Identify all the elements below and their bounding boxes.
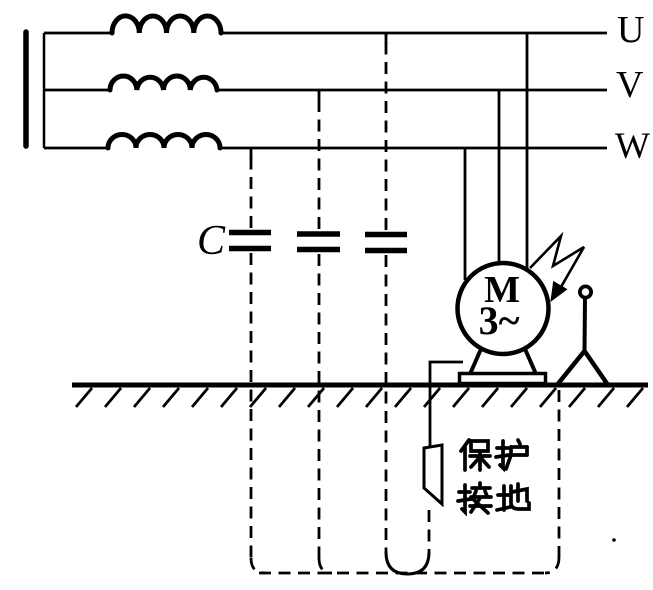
svg-text:V: V — [616, 64, 644, 106]
svg-text:W: W — [615, 126, 650, 167]
svg-text:3~: 3~ — [479, 298, 520, 343]
svg-text:U: U — [617, 9, 644, 51]
svg-text:M: M — [484, 269, 520, 311]
svg-text:C: C — [197, 218, 226, 264]
